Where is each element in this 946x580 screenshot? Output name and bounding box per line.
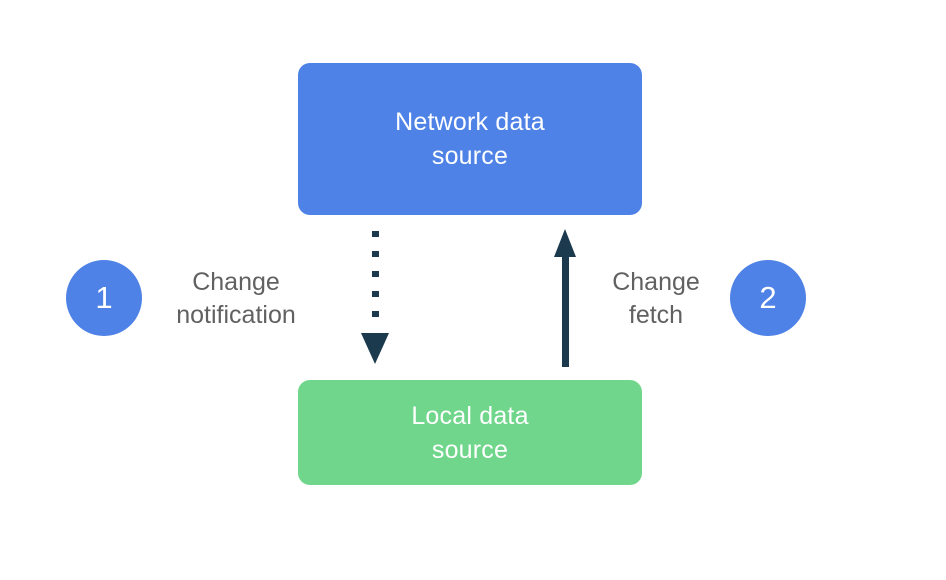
network-data-source-box: Network data source: [298, 63, 642, 215]
step-1-badge: 1: [66, 260, 142, 336]
change-fetch-label: Change fetch: [566, 266, 746, 332]
change-fetch-label-line1: Change: [612, 268, 700, 296]
step-2-number: 2: [759, 280, 777, 315]
local-data-source-box: Local data source: [298, 380, 642, 485]
change-notification-arrow-shaft: [372, 231, 379, 321]
network-data-source-label-line2: source: [431, 142, 509, 170]
change-fetch-arrow-head-icon: [554, 229, 576, 257]
local-data-source-label-line2: source: [431, 435, 509, 464]
local-data-source-label-line1: Local data: [411, 401, 529, 430]
change-fetch-arrow-shaft: [562, 252, 569, 367]
change-notification-arrow-head-icon: [361, 333, 389, 364]
change-notification-label-line2: notification: [176, 301, 296, 329]
change-notification-label: Change notification: [146, 266, 326, 332]
change-fetch-label-line2: fetch: [628, 301, 684, 329]
network-data-source-label-line1: Network data: [395, 108, 545, 136]
step-1-number: 1: [95, 280, 113, 315]
change-notification-label-line1: Change: [192, 268, 280, 296]
step-2-badge: 2: [730, 260, 806, 336]
